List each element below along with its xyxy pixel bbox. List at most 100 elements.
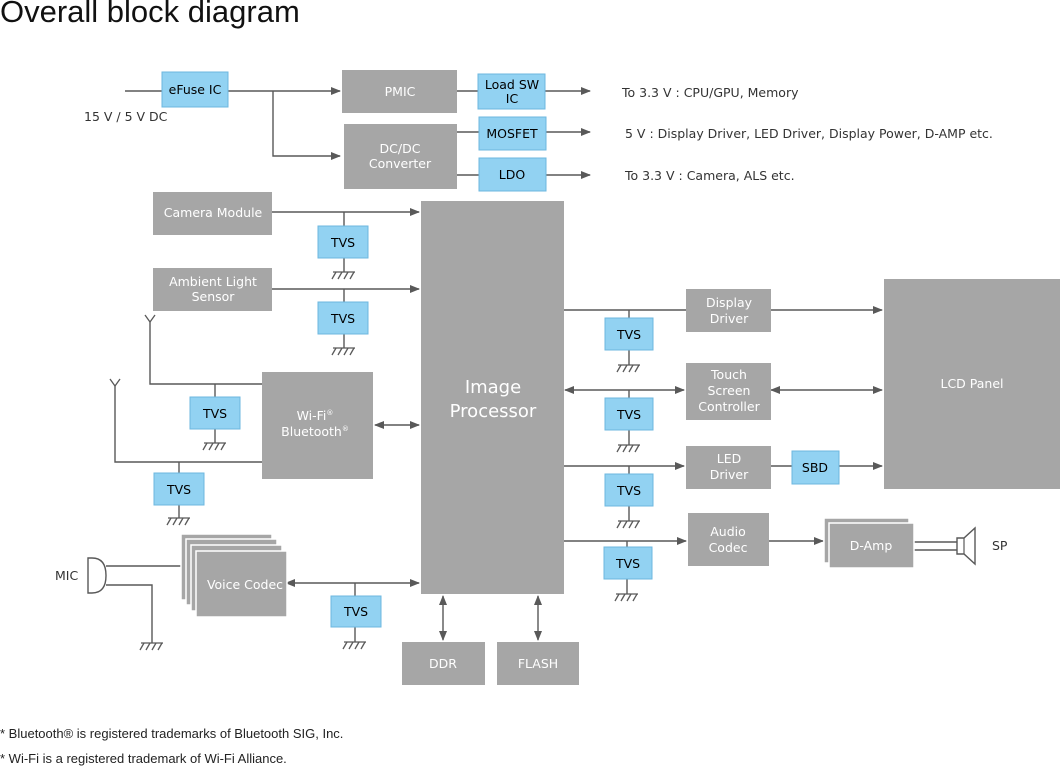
ground-icon — [331, 271, 355, 280]
speaker-icon — [956, 526, 976, 566]
voice-codec-stack — [180, 533, 288, 618]
tvs-label: TVS — [615, 556, 640, 571]
ground-icon — [139, 642, 163, 651]
out-33-cam-label: To 3.3 V : Camera, ALS etc. — [624, 168, 795, 183]
wifi-trademark-note: * Wi-Fi is a registered trademark of Wi-… — [0, 751, 287, 766]
tvs-label: TVS — [616, 327, 641, 342]
page-title: Overall block diagram — [0, 0, 300, 29]
ground-icon — [202, 442, 226, 451]
pmic-block — [342, 70, 457, 113]
ddr-label: DDR — [429, 656, 457, 671]
ground-icon — [342, 641, 366, 650]
efuse-label: eFuse IC — [169, 82, 222, 97]
dcdc-block — [344, 124, 457, 189]
mic-line-bottom — [106, 584, 153, 643]
wifi-bluetooth-block — [262, 372, 373, 479]
wifi-label: Wi-Fi® — [297, 408, 334, 423]
audio-codec-label-1: Audio — [710, 524, 746, 539]
touch-label-1: Touch — [710, 367, 747, 382]
damp-block — [828, 522, 915, 569]
camera-module-label: Camera Module — [164, 205, 263, 220]
connection-lines — [106, 87, 957, 643]
load-sw-label-2: IC — [506, 91, 519, 106]
efuse-block — [161, 71, 229, 108]
led-driver-block — [686, 446, 771, 489]
tvs-block-6 — [604, 397, 654, 431]
voice-codec-block — [195, 550, 288, 618]
gray-block-labels: PMIC DC/DC Converter Camera Module Ambie… — [164, 84, 1004, 671]
als-label-2: Sensor — [192, 289, 236, 304]
blue-blocks — [153, 71, 840, 628]
sp-label: SP — [992, 538, 1008, 553]
display-driver-label-1: Display — [706, 295, 753, 310]
antenna-icons — [109, 314, 156, 388]
tvs-label: TVS — [202, 406, 227, 421]
tvs-block-3 — [189, 396, 241, 430]
mosfet-block — [478, 116, 547, 151]
tvs-label: TVS — [616, 483, 641, 498]
wifi-antenna-bottom-line — [114, 386, 262, 463]
tvs-block-4 — [153, 472, 205, 506]
lcd-panel-block — [884, 279, 1060, 489]
out-33-cpu-label: To 3.3 V : CPU/GPU, Memory — [621, 85, 799, 100]
als-block — [153, 268, 272, 311]
ground-icon — [166, 517, 190, 526]
tvs-label: TVS — [330, 235, 355, 250]
gray-blocks — [153, 70, 1060, 685]
dc-input-label: 15 V / 5 V DC — [84, 109, 168, 124]
wifi-antenna-top-line — [149, 322, 262, 385]
tvs-label: TVS — [616, 407, 641, 422]
tvs-label: TVS — [343, 604, 368, 619]
damp-label: D-Amp — [850, 538, 893, 553]
blue-block-labels: eFuse IC Load SW IC MOSFET LDO TVS TVS T… — [166, 77, 828, 619]
sbd-label: SBD — [802, 460, 828, 475]
display-driver-block — [686, 289, 771, 332]
touch-label-2: Screen — [708, 383, 751, 398]
microphone-icon — [87, 557, 107, 594]
ldo-label: LDO — [499, 167, 526, 182]
bluetooth-label: Bluetooth® — [281, 424, 349, 439]
tvs-block-5 — [604, 317, 654, 351]
mic-label: MIC — [55, 568, 78, 583]
image-processor-label-2: Processor — [450, 401, 537, 422]
tvs-block-8 — [603, 546, 653, 580]
out-5v-label: 5 V : Display Driver, LED Driver, Displa… — [625, 126, 993, 141]
tvs-block-9 — [330, 595, 382, 628]
camera-module-block — [153, 192, 272, 235]
voice-codec-label: Voice Codec — [207, 577, 283, 592]
ldo-block — [478, 157, 547, 192]
tvs-block-1 — [317, 225, 369, 259]
mosfet-label: MOSFET — [486, 126, 538, 141]
ground-icon — [616, 444, 640, 453]
tvs-block-7 — [604, 473, 654, 507]
image-processor-label-1: Image — [465, 377, 521, 398]
sbd-block — [791, 450, 840, 485]
ground-icon — [616, 364, 640, 373]
damp-stack — [823, 517, 915, 569]
ddr-block — [402, 642, 485, 685]
ground-symbols — [139, 271, 640, 651]
image-processor-block — [421, 201, 564, 594]
lcd-panel-label: LCD Panel — [940, 376, 1003, 391]
load-sw-label-1: Load SW — [485, 77, 539, 92]
tvs-label: TVS — [166, 482, 191, 497]
touch-screen-controller-block — [686, 363, 771, 420]
display-driver-label-2: Driver — [710, 311, 749, 326]
dcdc-label-1: DC/DC — [380, 141, 421, 156]
antenna-icon — [109, 378, 121, 388]
audio-codec-block — [688, 513, 769, 566]
dcdc-label-2: Converter — [369, 156, 432, 171]
bluetooth-trademark-note: * Bluetooth® is registered trademarks of… — [0, 726, 344, 741]
touch-label-3: Controller — [698, 399, 760, 414]
efuse-to-dcdc-line — [272, 91, 341, 160]
audio-codec-label-2: Codec — [709, 540, 748, 555]
pmic-label: PMIC — [385, 84, 416, 99]
flash-label: FLASH — [518, 656, 558, 671]
tvs-label: TVS — [330, 311, 355, 326]
ground-icon — [616, 520, 640, 529]
led-driver-label-1: LED — [717, 451, 742, 466]
free-labels: 15 V / 5 V DC To 3.3 V : CPU/GPU, Memory… — [55, 85, 1008, 583]
load-sw-block — [477, 73, 546, 110]
tvs-block-2 — [317, 301, 369, 335]
